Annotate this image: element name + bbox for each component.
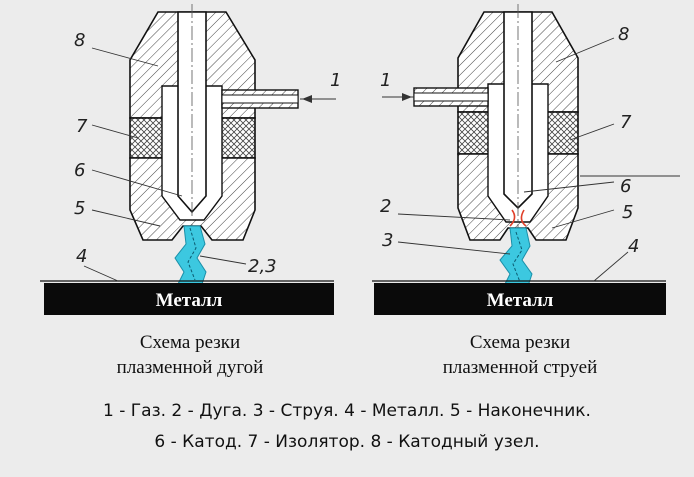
left-plasma-arc [174, 225, 207, 285]
right-callout-2: 2 [380, 196, 391, 217]
right-callout-1: 1 [380, 70, 391, 91]
left-callout-7: 7 [76, 116, 88, 137]
left-torch [129, 4, 299, 285]
right-callout-6: 6 [620, 176, 631, 197]
right-callout-8: 8 [618, 24, 629, 45]
left-callout-4: 4 [76, 246, 87, 267]
left-caption-line2: плазменной дугой [116, 357, 264, 378]
left-cathode [177, 11, 207, 214]
legend: 1 - Газ. 2 - Дуга. 3 - Струя. 4 - Металл… [0, 396, 694, 458]
right-metal-plate: Металл [372, 280, 666, 315]
legend-line2: 6 - Катод. 7 - Изолятор. 8 - Катодный уз… [154, 432, 540, 452]
right-callout-7: 7 [620, 112, 632, 133]
right-caption: Схема резки плазменной струей [370, 330, 670, 380]
left-callout-5: 5 [74, 198, 85, 219]
left-metal-label: Металл [156, 290, 223, 311]
left-caption-line1: Схема резки [139, 332, 241, 353]
left-callout-8: 8 [74, 30, 85, 51]
right-arc [509, 209, 527, 227]
left-caption: Схема резки плазменной дугой [40, 330, 340, 380]
right-callout-3: 3 [382, 230, 393, 251]
right-callout-4: 4 [628, 236, 639, 257]
plasma-cutting-diagram: Металл Металл 8 1 7 6 5 4 2,3 8 1 7 [40, 4, 680, 315]
right-caption-line2: плазменной струей [442, 357, 598, 378]
right-torch [413, 4, 579, 287]
legend-line1: 1 - Газ. 2 - Дуга. 3 - Струя. 4 - Металл… [103, 401, 591, 421]
right-caption-line1: Схема резки [469, 332, 571, 353]
left-callout-6: 6 [74, 160, 85, 181]
left-callout-1: 1 [330, 70, 341, 91]
right-callout-5: 5 [622, 202, 633, 223]
leader-lines [83, 37, 680, 282]
right-plasma-stream [499, 227, 533, 287]
left-metal-plate: Металл [40, 280, 334, 315]
left-callout-2-3: 2,3 [248, 256, 277, 277]
right-metal-label: Металл [487, 290, 554, 311]
